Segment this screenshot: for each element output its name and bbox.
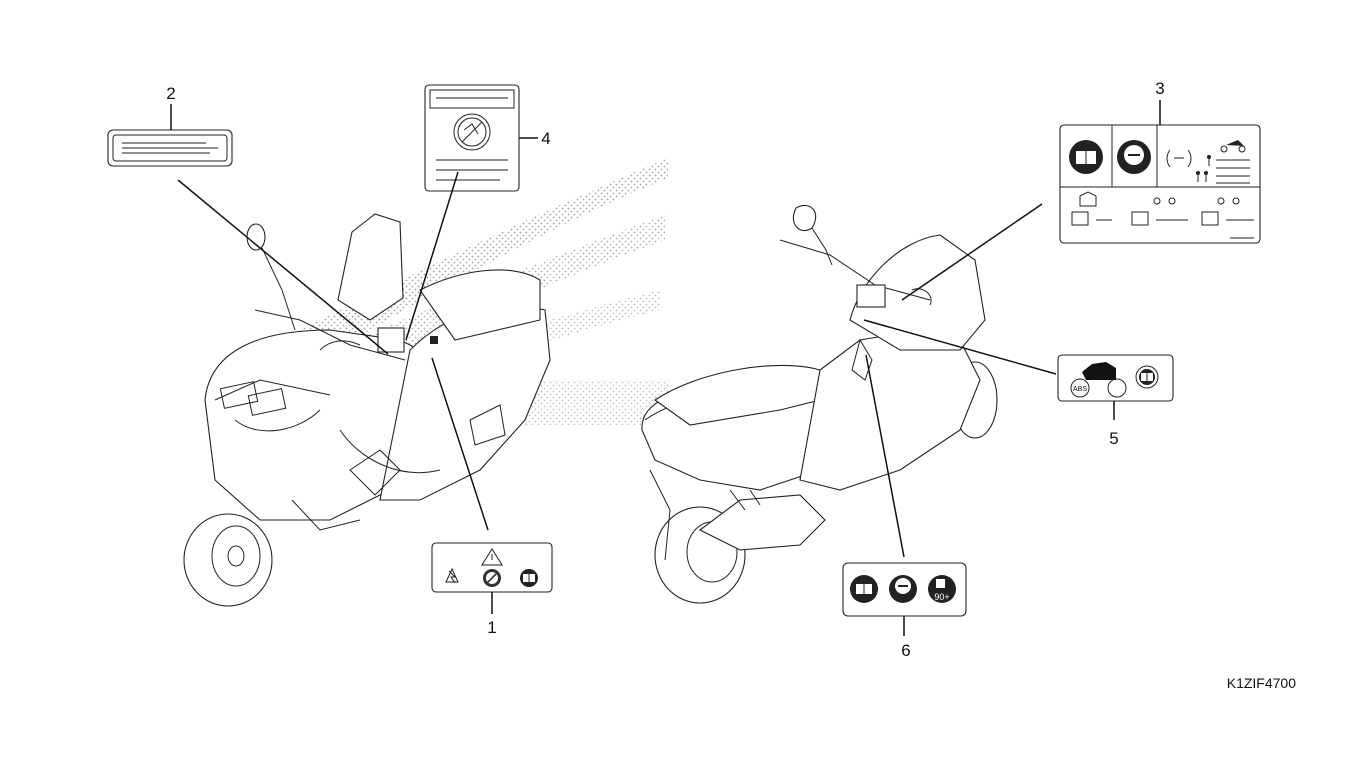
rider-icon [1196, 155, 1211, 182]
wheel-icon [1107, 378, 1127, 398]
svg-text:ABS: ABS [1073, 386, 1087, 393]
luggage-icon [1071, 191, 1240, 226]
tire-pressure-icon [1166, 149, 1192, 168]
electric-shock-icon [445, 567, 459, 584]
no-fire-icon [483, 569, 501, 587]
label-2 [107, 129, 233, 167]
scooter-rear-view [641, 204, 998, 604]
label-3-pointer [901, 203, 1043, 301]
callout-3: 3 [1155, 79, 1164, 98]
fuel-pump-icon: 90+ [928, 575, 956, 603]
label-3 [1059, 124, 1261, 244]
abs-icon: ABS [1070, 378, 1090, 398]
scooter-icon [1082, 362, 1116, 380]
diagram-code: K1ZIF4700 [1227, 675, 1296, 691]
callout-1: 1 [487, 618, 496, 637]
label-5-pointer [863, 319, 1057, 375]
label-1-pointer [431, 357, 489, 531]
scooter-icon [1220, 140, 1246, 153]
callout-2: 2 [166, 84, 175, 103]
svg-text:90+: 90+ [934, 592, 949, 602]
label-2-pointer [177, 179, 389, 355]
manual-book-icon [850, 575, 878, 603]
callout-5: 5 [1109, 429, 1118, 448]
manual-book-icon [1135, 365, 1159, 389]
manual-book-icon [520, 569, 538, 587]
callout-6: 6 [901, 641, 910, 660]
scooter-front-view [183, 213, 551, 607]
helmet-icon [889, 575, 917, 603]
manual-book-icon [1069, 140, 1103, 174]
label-1 [431, 542, 553, 593]
label-4-pointer [405, 171, 459, 341]
label-5: ABS [1057, 354, 1174, 402]
label-4 [424, 84, 520, 192]
helmet-icon [1117, 140, 1151, 174]
label-6-pointer [865, 354, 905, 558]
callout-4: 4 [541, 129, 550, 148]
label-6: 90+ [842, 562, 967, 617]
warning-triangle-icon [481, 548, 503, 566]
